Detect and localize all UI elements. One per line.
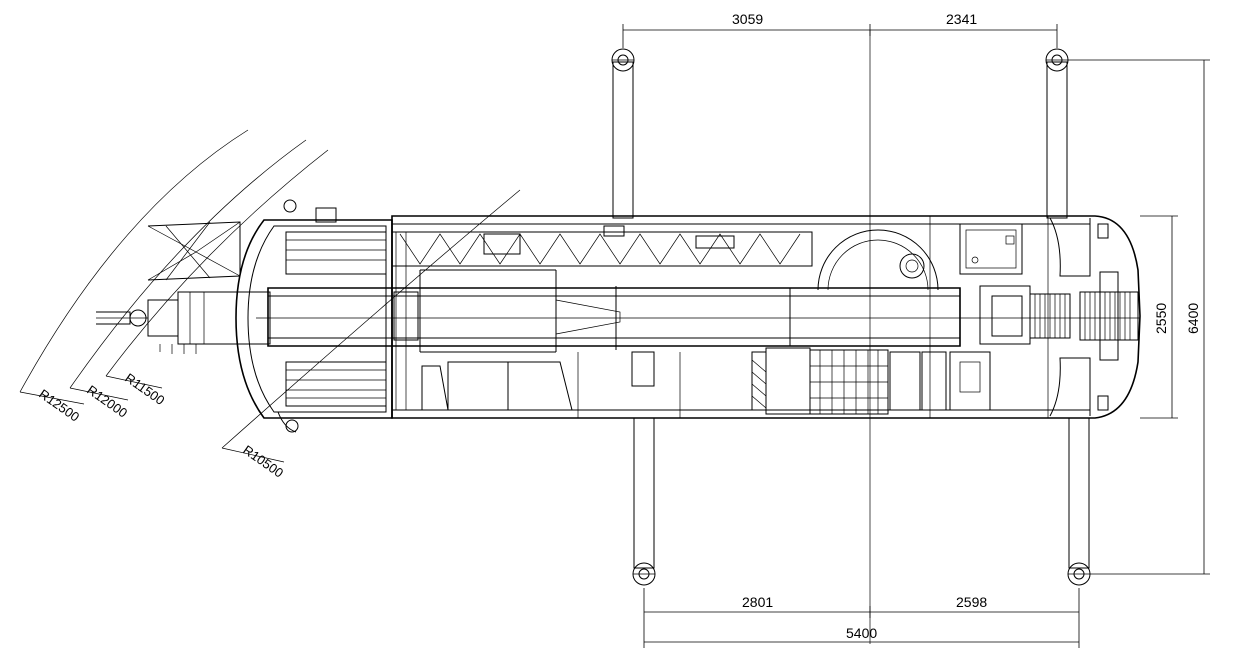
dim-bottom-right: 2598 xyxy=(956,594,987,610)
radius-arcs xyxy=(19,129,521,463)
radius-label-12000: R12000 xyxy=(84,382,130,420)
dim-right-inner: 2550 xyxy=(1153,303,1169,334)
centerlines xyxy=(256,30,1140,644)
dim-right-outer: 6400 xyxy=(1185,303,1201,334)
radius-label-11500: R11500 xyxy=(122,370,167,408)
radius-label-10500: R10500 xyxy=(240,442,286,480)
telescopic-boom xyxy=(96,269,961,354)
carrier-chassis xyxy=(391,215,1141,419)
superstructure xyxy=(235,199,419,433)
dim-bottom-left: 2801 xyxy=(742,594,773,610)
dim-top-left: 3059 xyxy=(732,11,763,27)
dimension-lines xyxy=(622,24,1210,648)
dim-top-right: 2341 xyxy=(946,11,977,27)
dim-bottom-total: 5400 xyxy=(846,625,877,641)
outriggers xyxy=(611,48,1091,586)
radius-label-12500: R12500 xyxy=(36,386,82,424)
